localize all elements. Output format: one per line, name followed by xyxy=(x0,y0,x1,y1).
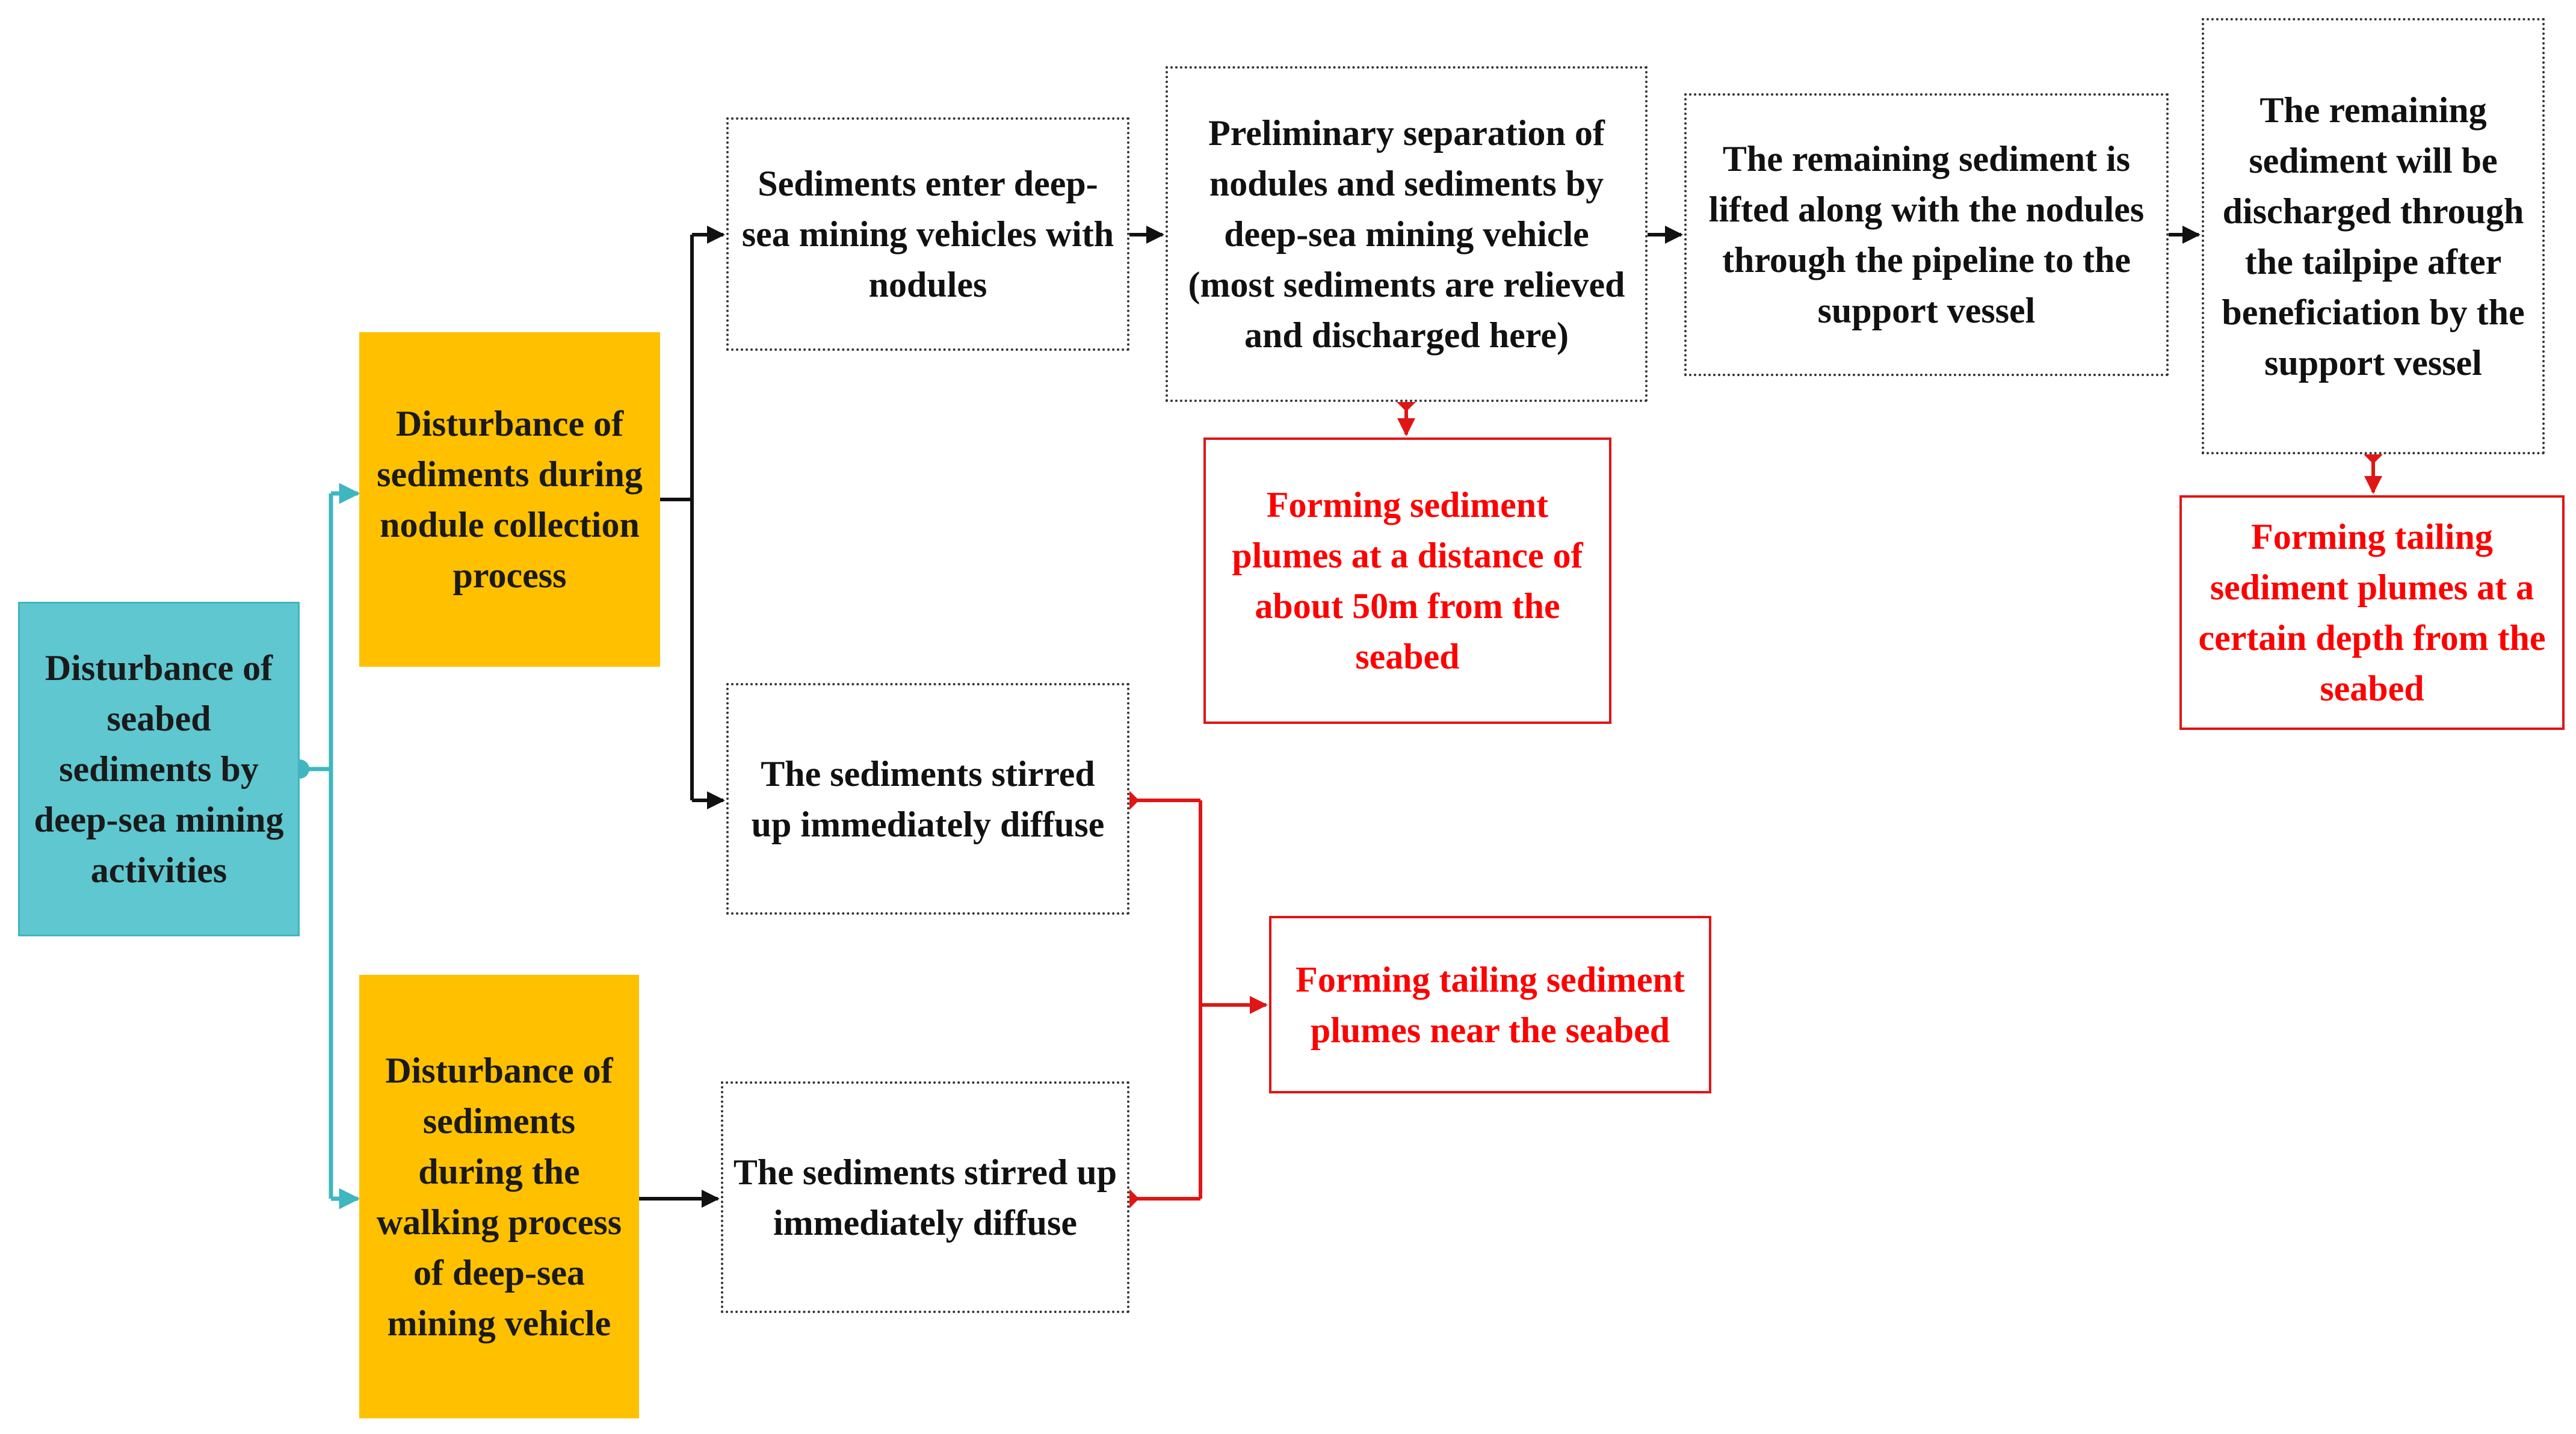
stirred-up-label-upper: The sediments stirred up immediately dif… xyxy=(751,753,1105,844)
plume-near-seabed-node: Forming tailing sediment plumes near the… xyxy=(1269,916,1711,1093)
sediments-enter-label: Sediments enter deep-sea mining vehicles… xyxy=(741,164,1114,304)
preliminary-separation-label: Preliminary separation of nodules and se… xyxy=(1188,113,1625,355)
sediments-enter-node: Sediments enter deep-sea mining vehicles… xyxy=(726,117,1129,351)
connector-root-to-categories xyxy=(300,483,360,1210)
stirred-up-node-upper: The sediments stirred up immediately dif… xyxy=(726,683,1129,915)
root-node-label: Disturbance of seabed sediments by deep-… xyxy=(34,648,284,890)
stirred-up-node-lower: The sediments stirred up immediately dif… xyxy=(721,1081,1129,1313)
walking-process-label: Disturbance of sediments during the walk… xyxy=(376,1050,622,1343)
root-node: Disturbance of seabed sediments by deep-… xyxy=(18,602,300,936)
plume-depth-label: Forming tailing sediment plumes at a cer… xyxy=(2198,517,2546,708)
plume-depth-node: Forming tailing sediment plumes at a cer… xyxy=(2179,495,2565,730)
plume-50m-label: Forming sediment plumes at a distance of… xyxy=(1232,485,1583,676)
walking-process-node: Disturbance of sediments during the walk… xyxy=(359,975,639,1418)
tailpipe-discharge-label: The remaining sediment will be discharge… xyxy=(2222,90,2525,383)
connector-collection-branch xyxy=(660,226,725,809)
tailpipe-discharge-node: The remaining sediment will be discharge… xyxy=(2202,18,2545,454)
plume-near-seabed-label: Forming tailing sediment plumes near the… xyxy=(1296,959,1685,1050)
sediment-lifted-node: The remaining sediment is lifted along w… xyxy=(1684,93,2169,376)
collection-process-node: Disturbance of sediments during nodule c… xyxy=(359,332,660,667)
plume-50m-node: Forming sediment plumes at a distance of… xyxy=(1203,437,1611,724)
stirred-up-label-lower: The sediments stirred up immediately dif… xyxy=(733,1152,1117,1243)
collection-process-label: Disturbance of sediments during nodule c… xyxy=(377,404,643,595)
preliminary-separation-node: Preliminary separation of nodules and se… xyxy=(1166,66,1648,402)
sediment-lifted-label: The remaining sediment is lifted along w… xyxy=(1708,139,2145,330)
